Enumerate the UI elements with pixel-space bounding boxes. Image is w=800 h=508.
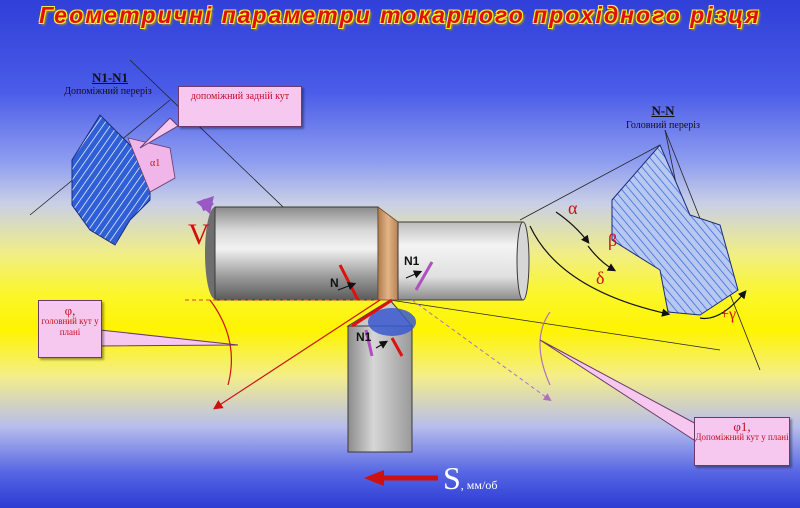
callout-phi1: φ1, Допоміжний кут у плані [694,417,790,466]
feed-symbol: S [443,460,461,496]
callout-aux-rear-text: допоміжний задній кут [190,91,290,102]
n1-label-top: N1 [404,254,420,268]
main-section-shape [611,144,739,316]
feed-unit: , мм/об [460,478,498,492]
aux-section-shape [71,114,176,246]
velocity-label: V [188,218,210,251]
feed-arrow [364,470,438,486]
aux-section-sub: Допоміжний переріз [64,86,152,97]
angle-arcs [529,211,747,320]
cutting-tool [346,298,416,453]
page-title: Геометричні параметри токарного прохідно… [39,2,761,28]
workpiece [205,206,530,301]
alpha-label: α [568,198,578,218]
gamma-label: +γ [720,306,737,323]
delta-label: δ [596,268,605,288]
beta-label: β [608,230,618,250]
callout-pointers [99,117,701,441]
aux-section-label: N1-N1 [91,70,129,85]
aux-angle-label: α1 [150,158,161,169]
phi-main-symbol: φ, [64,303,76,318]
main-section-sub: Головний переріз [626,120,700,131]
feed-label: S, мм/об [443,460,497,497]
rotation-arrow [196,196,214,214]
n-label: N [330,276,339,290]
main-section-label: N-N [651,103,675,118]
phi1-text: Допоміжний кут у плані [695,432,789,442]
callout-phi-main: φ, головний кут у плані [38,300,102,358]
plan-angle-lines [185,299,552,410]
callout-aux-rear-angle: допоміжний задній кут [178,86,302,127]
phi1-symbol: φ1, [733,419,751,434]
n1-label-tool: N1 [356,330,372,344]
phi-main-text: головний кут у плані [41,316,99,337]
section-arrows [337,270,423,349]
